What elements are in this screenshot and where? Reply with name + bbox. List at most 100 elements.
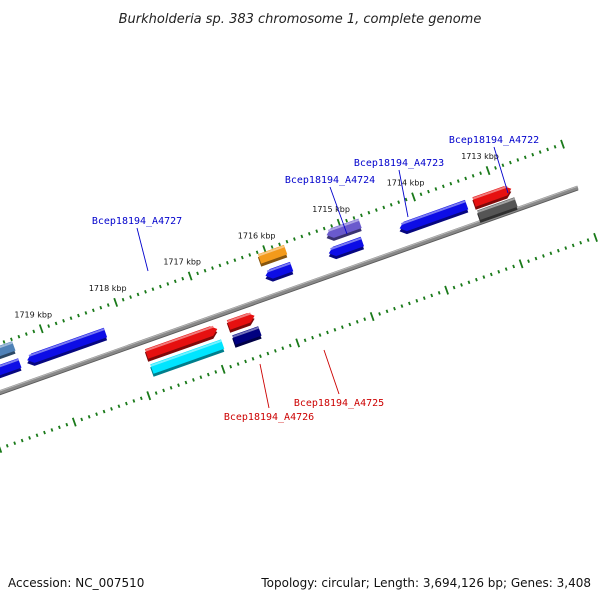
gene-label-leader (323, 349, 340, 395)
gene-label-leader (259, 363, 270, 409)
minor-tick (125, 401, 128, 406)
minor-tick (501, 163, 505, 168)
gene-label: Bcep18194_A4725 (294, 398, 384, 409)
minor-tick (99, 305, 103, 310)
minor-tick (489, 272, 493, 277)
minor-tick (251, 356, 255, 361)
minor-tick (166, 282, 170, 286)
minor-tick (62, 319, 65, 323)
minor-tick (259, 354, 262, 358)
gene-label: Bcep18194_A4726 (224, 412, 314, 423)
gene-highlight (472, 185, 508, 200)
major-tick (295, 338, 301, 348)
minor-tick (281, 346, 285, 351)
minor-tick (95, 412, 99, 416)
minor-tick (393, 306, 396, 311)
gene-g2 (0, 358, 22, 379)
minor-tick (419, 192, 423, 197)
minor-tick (151, 287, 155, 292)
minor-tick (121, 297, 125, 302)
minor-tick (538, 150, 542, 154)
major-tick (369, 312, 375, 322)
minor-tick (28, 436, 31, 440)
major-tick (444, 285, 449, 295)
minor-tick (534, 256, 538, 261)
minor-tick (307, 232, 311, 236)
minor-tick (527, 259, 530, 264)
backbone-line (0, 185, 579, 395)
gene-g1 (0, 341, 16, 360)
minor-tick (318, 333, 322, 337)
minor-tick (266, 351, 270, 356)
gene-highlight (0, 358, 19, 368)
minor-tick (162, 388, 166, 393)
minor-tick (159, 284, 162, 289)
minor-tick (206, 372, 210, 377)
minor-tick (437, 291, 441, 295)
minor-tick (374, 208, 378, 212)
minor-tick (65, 422, 69, 427)
minor-tick (169, 385, 173, 390)
major-tick (220, 364, 226, 374)
minor-tick (345, 218, 348, 223)
gene-body (399, 199, 469, 232)
gene-highlight (258, 245, 285, 257)
gene-g11 (144, 325, 218, 362)
topology-summary-text: Topology: circular; Length: 3,694,126 bp… (260, 576, 591, 590)
scale-label: 1719 kbp (14, 310, 52, 319)
minor-tick (367, 210, 371, 215)
minor-tick (348, 322, 352, 327)
minor-tick (87, 414, 91, 419)
minor-tick (24, 332, 28, 336)
minor-tick (2, 340, 6, 344)
minor-tick (5, 443, 9, 448)
minor-tick (452, 285, 456, 290)
minor-tick (422, 296, 426, 300)
minor-tick (467, 280, 471, 285)
gene-g14 (232, 326, 262, 348)
minor-tick (293, 237, 296, 241)
minor-tick (236, 362, 240, 366)
minor-tick (80, 417, 84, 422)
minor-tick (497, 269, 501, 274)
gene-g10 (477, 197, 518, 223)
minor-tick (523, 155, 527, 160)
minor-tick (434, 187, 438, 191)
minor-tick (553, 144, 557, 149)
gene-label-leader (136, 227, 149, 272)
minor-tick (270, 245, 274, 249)
minor-tick (229, 364, 233, 369)
minor-tick (315, 229, 319, 233)
minor-tick (32, 329, 36, 334)
gene-body (0, 358, 22, 376)
minor-tick (311, 335, 314, 340)
minor-tick (546, 147, 550, 152)
scale-label: 1714 kbp (387, 179, 425, 188)
gene-highlight (145, 325, 214, 352)
gene-body (472, 186, 512, 207)
minor-tick (233, 258, 237, 262)
gene-label-leader (398, 169, 409, 218)
gene-label: Bcep18194_A4723 (354, 158, 444, 169)
scale-label: 1713 kbp (461, 152, 499, 161)
minor-tick (471, 173, 475, 178)
minor-tick (460, 283, 463, 287)
gene-label: Bcep18194_A4722 (449, 135, 539, 146)
minor-tick (382, 205, 386, 210)
minor-tick (203, 268, 207, 273)
minor-tick (196, 271, 200, 276)
major-tick (71, 417, 77, 427)
minor-tick (494, 166, 497, 170)
gene-g12 (150, 339, 225, 377)
minor-tick (352, 216, 356, 220)
minor-tick (50, 428, 54, 432)
minor-tick (248, 253, 252, 257)
gene-g6 (326, 218, 362, 241)
minor-tick (20, 438, 24, 443)
minor-tick (586, 238, 590, 242)
minor-tick (449, 181, 453, 186)
minor-tick (531, 152, 535, 157)
scale-label: 1717 kbp (163, 258, 201, 267)
minor-tick (322, 226, 326, 231)
gene-g7 (328, 236, 364, 260)
